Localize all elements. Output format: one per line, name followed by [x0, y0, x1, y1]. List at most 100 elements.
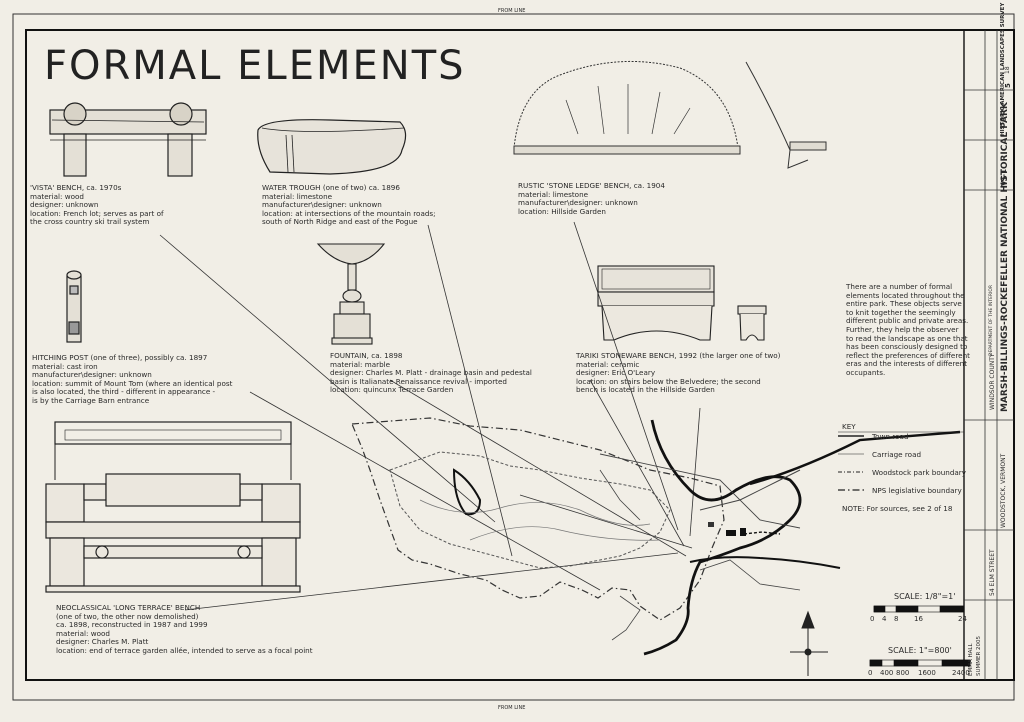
title-block-sheet-number: 5: [1004, 83, 1012, 88]
legend-item-carriage-road: Carriage road: [872, 450, 922, 459]
leader-lines: [159, 221, 701, 611]
ottauquechee-river: [643, 419, 802, 656]
caption-line: location: at intersections of the mounta…: [262, 208, 436, 218]
caption-line: material: wood: [56, 628, 110, 638]
scale-large-tick: 2400: [952, 669, 970, 677]
caption-line: designer: Eric O'Leary: [576, 368, 656, 378]
caption-line: HITCHING POST (one of three), possibly c…: [32, 353, 208, 362]
caption-line: material: marble: [330, 359, 391, 369]
mansion: [726, 530, 736, 536]
caption-line: manufacturer\designer: unknown: [32, 370, 152, 380]
caption-line: material: ceramic: [576, 359, 640, 369]
caption-line: material: limestone: [262, 191, 333, 201]
hitching-post-drawing: [66, 270, 82, 343]
caption-line: Further, they help the observer: [846, 324, 959, 334]
scale-large-tick: 400: [880, 669, 894, 677]
north-arrow: [790, 610, 828, 676]
caption-line: eras and the interests of different: [846, 359, 968, 369]
title-block-drawn-by: SUMMER 2005: [976, 635, 982, 676]
nps-boundary: [351, 417, 725, 621]
legend-note: NOTE: For sources, see 2 of 18: [842, 504, 953, 513]
carriage-road: [419, 499, 651, 526]
vista-bench-drawing: [49, 102, 207, 177]
water-trough-drawing: [257, 119, 407, 175]
caption-line: reflect the preferences of different: [846, 350, 970, 360]
scale-small-tick: 16: [914, 615, 923, 623]
caption-line: RUSTIC 'STONE LEDGE' BENCH, ca. 1904: [518, 181, 665, 190]
caption-line: has been consciously designed to: [846, 342, 968, 352]
caption-line: material: cast iron: [32, 361, 98, 371]
legend-item-nps-boundary: NPS legislative boundary: [872, 486, 962, 495]
caption-line: material: wood: [30, 191, 84, 201]
caption-line: location: end of terrace garden allée, i…: [56, 645, 313, 655]
caption-line: 'VISTA' BENCH, ca. 1970s: [30, 183, 122, 192]
caption-line: FOUNTAIN, ca. 1898: [330, 351, 403, 360]
river-branch: [689, 556, 841, 569]
title-block-park-name: MARSH-BILLINGS-ROCKEFELLER NATIONAL HIST…: [1000, 102, 1010, 412]
caption-line: location: summit of Mount Tom (where an …: [32, 378, 233, 388]
scale-small-tick: 4: [882, 615, 887, 623]
caption-terrace-bench: NEOCLASSICAL 'LONG TERRACE' BENCH(one of…: [56, 603, 313, 656]
caption-line: elements located throughout the: [846, 290, 965, 300]
caption-line: to read the landscape as one that: [846, 333, 968, 343]
town-road: [699, 469, 801, 511]
title-block-city-state: WOODSTOCK, VERMONT: [1000, 453, 1007, 528]
page-title: FORMAL ELEMENTS: [44, 43, 466, 89]
caption-line: bench is located in the Hillside Garden: [576, 385, 715, 395]
caption-hitching-post: HITCHING POST (one of three), possibly c…: [32, 353, 233, 406]
title-block-county: WINDSOR COUNTY: [989, 353, 996, 410]
caption-line: to knit together the seemingly: [846, 307, 956, 317]
caption-line: entire park. These objects serve: [846, 299, 962, 309]
title-block-survey-id: VT-1: [1000, 169, 1008, 186]
stone-ledge-drawing: [513, 60, 827, 169]
caption-line: south of North Ridge and east of the Pog…: [262, 217, 418, 227]
caption-line: ca. 1898, reconstructed in 1987 and 1999: [56, 620, 208, 630]
caption-line: (one of two, the other now demolished): [56, 611, 199, 621]
caption-line: different public and private areas.: [846, 316, 969, 326]
legend-item-woodstock-boundary: Woodstock park boundary: [872, 468, 967, 477]
title-block-delineator: EMMA HALL: [968, 643, 974, 676]
caption-line: material: limestone: [518, 189, 589, 199]
caption-line: occupants.: [846, 367, 886, 377]
caption-line: is also located, the third - different i…: [32, 387, 216, 397]
scale-small-label: SCALE: 1/8"=1': [894, 592, 956, 601]
legend-symbols: [838, 431, 964, 491]
caption-line: designer: unknown: [30, 200, 99, 210]
tariki-bench-drawing: [597, 265, 767, 341]
scale-large-tick: 1600: [918, 669, 936, 677]
scale-large-tick: 800: [896, 669, 910, 677]
caption-line: the cross country ski trail system: [30, 217, 150, 227]
long-terrace-bench-drawing: [45, 421, 301, 593]
caption-line: There are a number of formal: [846, 282, 953, 291]
caption-line: is by the Carriage Barn entrance: [32, 395, 150, 405]
edge-label-bottom: FROM LINE: [498, 705, 526, 711]
title-block-sheet-of: 18: [1004, 66, 1011, 74]
fountain-drawing: [316, 243, 386, 345]
caption-line: designer: Charles M. Platt: [56, 637, 149, 647]
caption-line: NEOCLASSICAL 'LONG TERRACE' BENCH: [56, 603, 201, 612]
caption-line: WATER TROUGH (one of two) ca. 1896: [262, 183, 400, 192]
pogue-pond: [452, 468, 482, 516]
woodstock-boundary: [389, 451, 671, 569]
scale-small-tick: 0: [870, 615, 875, 623]
inner-border: [25, 29, 1015, 681]
park-map: [351, 417, 961, 656]
title-block-dept: DEPARTMENT OF THE INTERIOR: [989, 284, 994, 356]
caption-line: basin is Italianate Renaissance revival …: [330, 376, 507, 386]
scale-small-tick: 24: [958, 615, 967, 623]
scale-small-tick: 8: [894, 615, 899, 623]
caption-line: location: French lot; serves as part of: [30, 208, 164, 218]
caption-line: location: quincunx Terrace Garden: [330, 385, 454, 395]
caption-line: designer: Charles M. Platt - drainage ba…: [330, 368, 532, 378]
title-block-street: 54 ELM STREET: [989, 549, 996, 596]
caption-tariki-bench: TARIKI STONEWARE BENCH, 1992 (the larger…: [576, 351, 780, 395]
caption-line: manufacturer\designer: unknown: [262, 200, 382, 210]
scale-bars: [869, 605, 971, 667]
